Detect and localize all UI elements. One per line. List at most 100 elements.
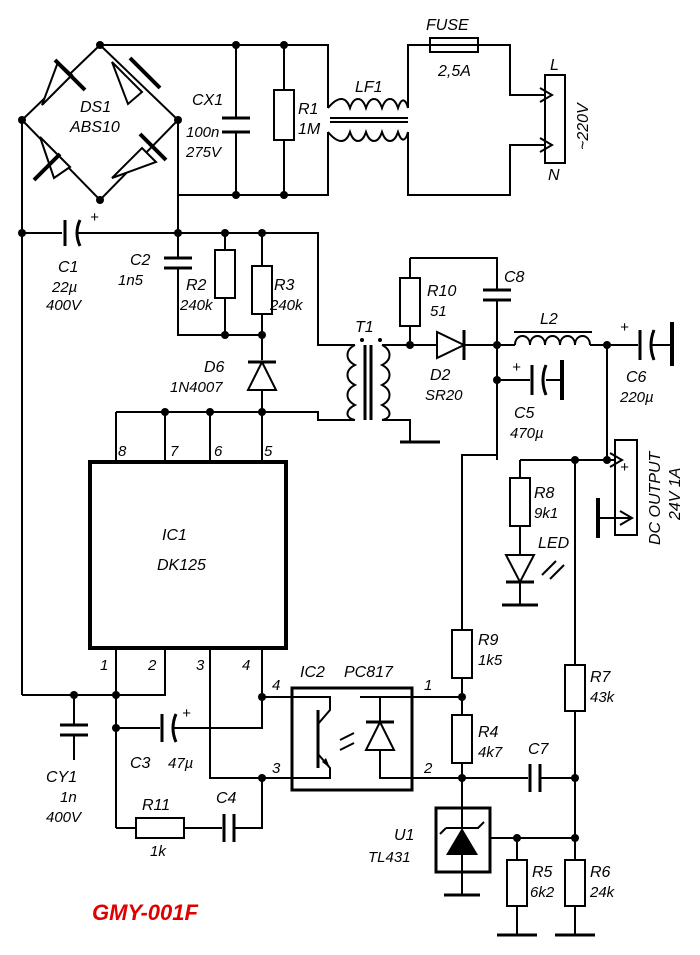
- resistor-r6: [564, 859, 586, 907]
- r8-value: 9k1: [534, 505, 558, 522]
- ic1-value: DK125: [157, 557, 206, 574]
- ic1-pin6: 6: [214, 443, 223, 460]
- c3-plus: +: [182, 705, 191, 722]
- r10-value: 51: [430, 303, 447, 320]
- r11-value: 1k: [150, 843, 167, 860]
- r6-value: 24k: [589, 884, 616, 901]
- resistor-r9: [451, 629, 473, 679]
- ic1-ref: IC1: [162, 527, 187, 544]
- ic1-pin1: 1: [100, 657, 108, 674]
- r9-value: 1k5: [478, 652, 503, 669]
- u1-ref: U1: [394, 827, 414, 844]
- ds1-value: ABS10: [69, 119, 120, 136]
- ic1-pin3: 3: [196, 657, 205, 674]
- d6-value: 1N4007: [170, 379, 223, 396]
- c3-ref: C3: [130, 755, 151, 772]
- r6-ref: R6: [590, 864, 611, 881]
- c6-value: 220µ: [619, 389, 654, 406]
- r1-ref: R1: [298, 101, 318, 118]
- resistor-r5: [506, 859, 528, 907]
- r10-ref: R10: [427, 283, 456, 300]
- d2-value: SR20: [425, 387, 463, 404]
- ic1-pin4: 4: [242, 657, 250, 674]
- transformer-t1: [346, 338, 391, 421]
- c7-ref: C7: [528, 741, 550, 758]
- fuse-value: 2,5A: [437, 63, 471, 80]
- r4-ref: R4: [478, 724, 499, 741]
- resistor-r11: [135, 817, 185, 839]
- r9-ref: R9: [478, 632, 499, 649]
- resistor-r8: [509, 477, 531, 527]
- t1-ref: T1: [355, 319, 374, 336]
- ic2-pin2: 2: [423, 760, 433, 777]
- r8-ref: R8: [534, 485, 555, 502]
- choke-lf1: [327, 98, 409, 142]
- c3-value: 47µ: [168, 755, 193, 772]
- resistor-r2: [214, 249, 236, 299]
- diode-d6: [246, 359, 278, 460]
- u1-value: TL431: [368, 849, 411, 866]
- ic2-pin1: 1: [424, 677, 432, 694]
- resistor-r10: [399, 277, 421, 327]
- resistor-r3: [251, 265, 273, 315]
- c5-ref: C5: [514, 405, 535, 422]
- r5-value: 6k2: [530, 884, 555, 901]
- mains-connector: [544, 74, 566, 164]
- ic1-pin5: 5: [264, 443, 273, 460]
- cy1-value1: 1n: [60, 789, 77, 806]
- schematic-title: GMY-001F: [92, 900, 199, 925]
- r7-ref: R7: [590, 669, 612, 686]
- controller-ic1: [88, 460, 288, 650]
- c6-plus: +: [620, 319, 629, 336]
- mains-l: L: [550, 57, 559, 74]
- capacitor-cx1: [222, 116, 250, 134]
- c1-plus: +: [90, 209, 99, 226]
- resistor-r4: [451, 714, 473, 764]
- fuse-ref: FUSE: [426, 17, 469, 34]
- cx1-value2: 275V: [185, 144, 223, 161]
- mains-n: N: [548, 167, 560, 184]
- ic2-ref: IC2: [300, 664, 325, 681]
- resistor-r1: [273, 89, 295, 141]
- ic2-pin4: 4: [272, 677, 280, 694]
- output-line2: 24V 1A: [667, 468, 684, 521]
- ic2-pin3: 3: [272, 760, 281, 777]
- c1-value2: 400V: [46, 297, 83, 314]
- r3-value: 240k: [269, 297, 304, 314]
- c1-ref: C1: [58, 259, 78, 276]
- cx1-ref: CX1: [192, 92, 223, 109]
- mains-voltage: ~220V: [575, 102, 592, 150]
- r11-ref: R11: [142, 797, 170, 814]
- lf1-ref: LF1: [355, 79, 383, 96]
- r1-value: 1M: [298, 121, 321, 138]
- r2-value: 240k: [179, 297, 214, 314]
- ic2-value: PC817: [344, 664, 394, 681]
- ic1-pin8: 8: [118, 443, 127, 460]
- bridge-rectifier-ds1: [20, 44, 180, 202]
- u1-diode: [446, 828, 478, 855]
- l2-ref: L2: [540, 311, 558, 328]
- cy1-value2: 400V: [46, 809, 83, 826]
- led: [504, 554, 536, 585]
- d6-ref: D6: [204, 359, 225, 376]
- c1-value1: 22µ: [51, 279, 77, 296]
- r7-value: 43k: [590, 689, 616, 706]
- led-ref: LED: [538, 535, 570, 552]
- output-line1: DC OUTPUT: [647, 450, 664, 545]
- c5-plus: +: [512, 359, 521, 376]
- r4-value: 4k7: [478, 744, 503, 761]
- c5-value: 470µ: [510, 425, 544, 442]
- cx1-value1: 100n: [186, 124, 219, 141]
- d2-ref: D2: [430, 367, 451, 384]
- junction-dots: [18, 41, 611, 842]
- c2-value: 1n5: [118, 272, 144, 289]
- inductor-l2: [514, 335, 591, 346]
- c4-ref: C4: [216, 790, 237, 807]
- r2-ref: R2: [186, 277, 207, 294]
- c2-ref: C2: [130, 252, 151, 269]
- optocoupler-ic2: [290, 686, 414, 792]
- c6-ref: C6: [626, 369, 647, 386]
- cy1-ref: CY1: [46, 769, 77, 786]
- ds1-ref: DS1: [80, 99, 111, 116]
